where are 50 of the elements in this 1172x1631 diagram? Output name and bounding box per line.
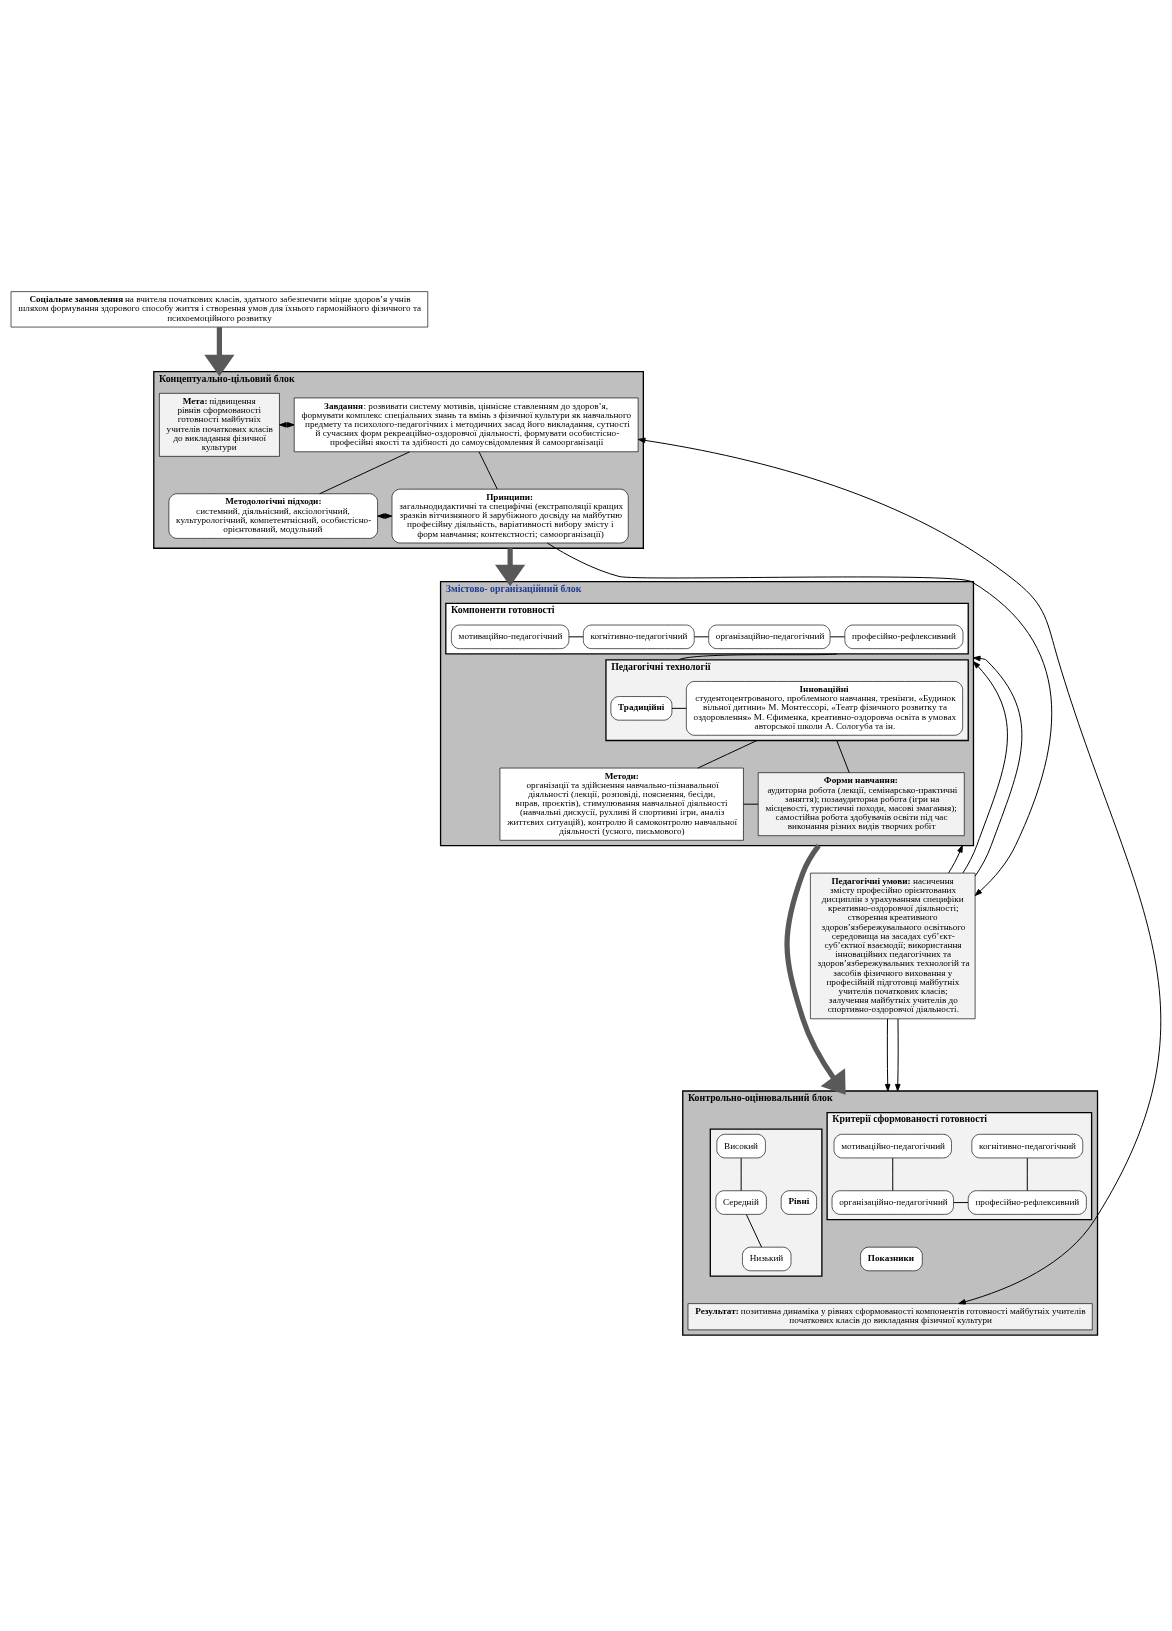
node-box: Методи: організації та здійснення навчально-пізнавальної діяльності (лекції, розповіді, пояснення, бесіди, вправ, проєктів), стимулювання навчальної діяльності (навчальні дискусії, рухливі й спортивні ігри, аналіз життєвих ситуацій), контролю й самоконтролю навчальної діяльності (усного, письмового) [499, 767, 744, 841]
node-box: організаційно-педагогічний [708, 624, 831, 649]
node-box: мотиваційно-педагогічний [833, 1133, 952, 1158]
node-box: професійно-рефлексивний [844, 624, 964, 649]
connector [829, 635, 846, 637]
connector [953, 1201, 969, 1203]
connector [693, 635, 709, 637]
arrow [962, 660, 1008, 873]
arrow [948, 844, 963, 873]
node-box: Соціальне замовлення на вчителя початкових класів, здатного забезпечити міцне здоров’я учнів шляхом формування здорового способу життя і створення умов для їхнього гармонійного фізичного та психоемоційного розвитку [10, 290, 429, 327]
connector [671, 707, 687, 709]
node-box: Середній [715, 1189, 767, 1215]
node-box: Низький [742, 1246, 792, 1271]
node-box: Показники [860, 1246, 923, 1271]
connector [836, 739, 850, 773]
connector [745, 1213, 762, 1248]
arrow [884, 1017, 891, 1091]
node-box: Форми навчання: аудиторна робота (лекції, семінарсько-практичні заняття); позааудиторна робота (ігри на місцевості, туристичні походи, масові змагання); самостійна робота здобувачів освіти під час виконання різних видів творчих робіт [757, 771, 965, 836]
node-box: організаційно-педагогічний [831, 1189, 954, 1215]
node-box: Традиційні [610, 695, 673, 720]
node-box: Методологічні підходи: системний, діяльнісний, аксіологічний, культурологічний, компетентнісний, особистісно-орієнтований, модульний [168, 492, 378, 539]
node-box: Результат: позитивна динаміка у рівнях сформованості компонентів готовності майбутніх учителів початкових класів до викладання фізичної культури [687, 1302, 1093, 1330]
node-box: Педагогічні умови: насичення змісту професійно орієнтованих дисциплін з урахуванням специфіки креативно-оздоровчої діяльності; створення креативного здоров’язбережувального освітнього середовища на засадах суб’єкт-суб’єктної взаємодії; використання інноваційних педагогічних та здоров’язбережувальних технологій та засобів фізичного виховання у професійній підготовці майбутніх учителів початкових класів; залучення майбутніх учителів до спортивно-оздоровчої діяльності. [810, 872, 976, 1019]
node-box: Принципи: загальнодидактичні та специфічні (екстраполяції кращих зразків вітчизняного й зарубіжного досвіду на майбутню професійну діяльність, варіативності вибору змісту і форм навчання; контекстності; самоорганізації) [391, 488, 629, 543]
node-box: Високий [716, 1133, 766, 1158]
node-box: Завдання: розвивати систему мотивів, ціннісне ставленням до здоров’я, формувати комплекс спеціальних знань та вмінь з фізичної культури як навчального предмету та психолого-педагогічних і методичних засад його викладання, сутності й сучасних форм рекреаційно-оздоровчої діяльності, формувати особистісно-професійні якості та здібності до самоусвідомлення й самоорганізації [293, 397, 639, 452]
node-box: когнітивно-педагогічний [582, 624, 695, 649]
cluster [709, 1127, 823, 1277]
node-box: професійно-рефлексивний [967, 1189, 1087, 1215]
node-box: Рівні [780, 1189, 817, 1215]
node-box: Інноваційні студентоцентрованого, проблемного навчання, тренінги, «Будинок вільної дитини» М. Монтессорі, «Театр фізичного розвитку та оздоровлення» М. Єфименка, креативно-оздоровча освіта в умовах авторської школи А. Сологуба та ін. [686, 680, 963, 736]
node-box: мотиваційно-педагогічний [451, 624, 570, 649]
arrow [637, 437, 1161, 1305]
connector [892, 1157, 894, 1191]
connector [478, 451, 498, 490]
arrow [546, 542, 1053, 896]
connector [697, 739, 758, 769]
arrow [495, 547, 526, 586]
connector [319, 450, 411, 494]
node-box: Мета: підвищення рівнів сформованості готовності майбутніх учителів початкових класів до викладання фізичної культури [159, 392, 280, 457]
arrow [973, 655, 1023, 877]
connector [678, 652, 838, 660]
arrow [895, 1017, 901, 1091]
connector [568, 635, 584, 637]
connector [743, 803, 759, 805]
arrow [784, 843, 846, 1095]
connector [740, 1157, 742, 1191]
arrow [204, 326, 235, 376]
node-box: когнітивно-педагогічний [971, 1133, 1084, 1158]
connector [1026, 1157, 1028, 1191]
